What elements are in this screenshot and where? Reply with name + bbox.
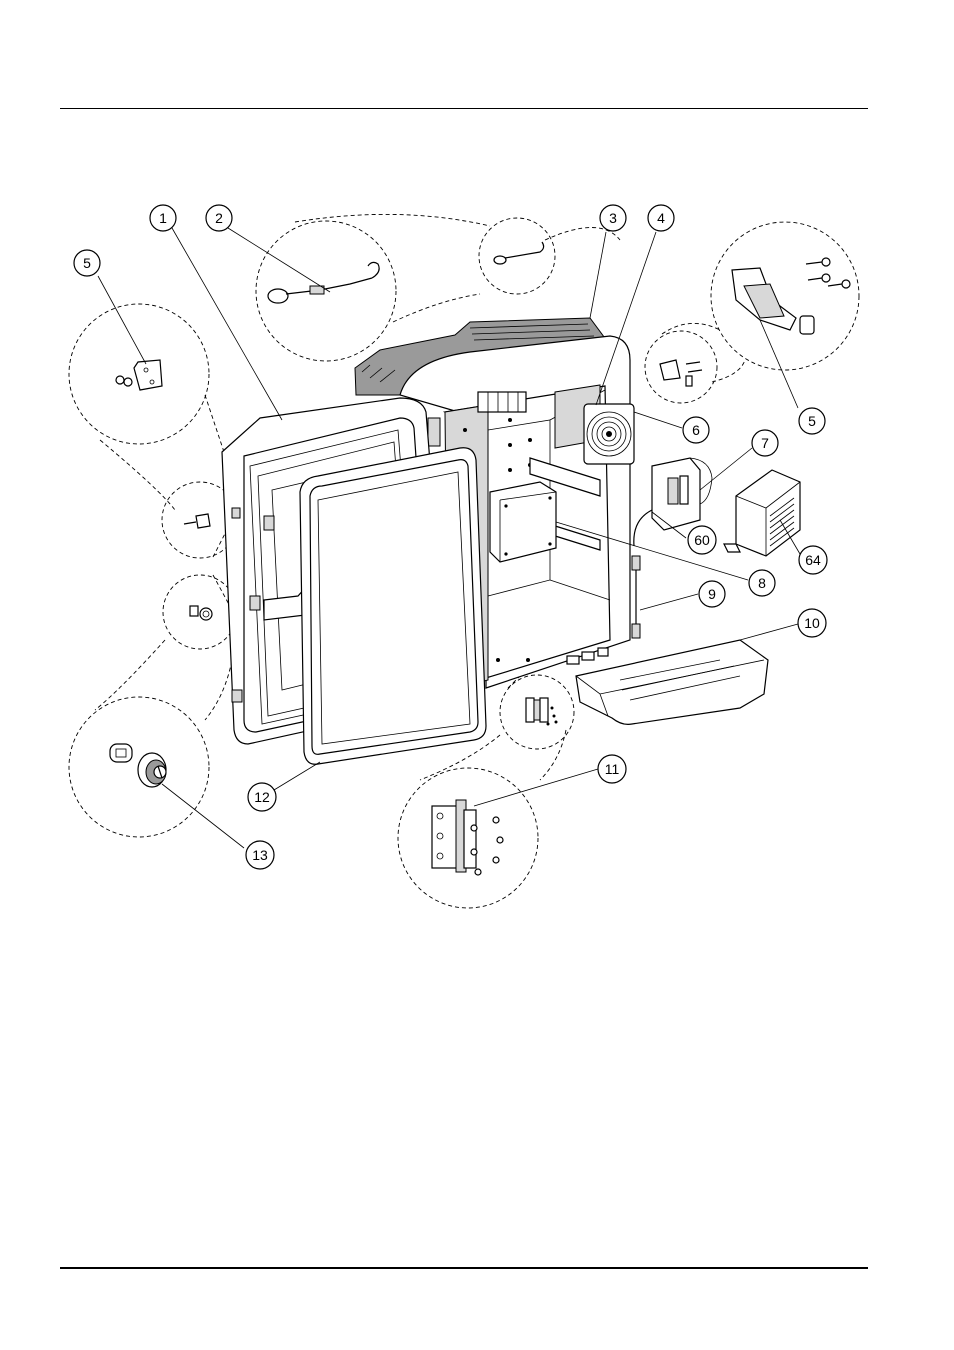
callout-9: 9 — [699, 581, 725, 607]
callout-7-label: 7 — [761, 435, 769, 451]
callout-6: 6 — [683, 417, 709, 443]
callout-12-label: 12 — [254, 789, 270, 805]
door-gasket — [300, 448, 486, 765]
callout-3-label: 3 — [609, 210, 617, 226]
callout-13: 13 — [246, 841, 274, 869]
callout-11-label: 11 — [605, 761, 620, 777]
callout-5-right: 5 — [799, 408, 825, 434]
callout-60: 60 — [688, 526, 716, 554]
hinge-small-detail — [526, 698, 558, 726]
callout-1: 1 — [150, 205, 176, 231]
callout-6-label: 6 — [692, 422, 700, 438]
grommet-detail — [190, 606, 212, 620]
callout-9-label: 9 — [708, 586, 716, 602]
callout-3: 3 — [600, 205, 626, 231]
callout-2: 2 — [206, 205, 232, 231]
callout-5-left-label: 5 — [83, 255, 91, 271]
callout-5-left: 5 — [74, 250, 100, 276]
callout-12: 12 — [248, 783, 276, 811]
clip-detail — [184, 514, 210, 528]
latch-detail — [660, 258, 850, 386]
callout-60-label: 60 — [694, 532, 710, 548]
callout-7: 7 — [752, 430, 778, 456]
callout-4: 4 — [648, 205, 674, 231]
callout-10: 10 — [798, 609, 826, 637]
callout-64-label: 64 — [805, 552, 821, 568]
callout-1-label: 1 — [159, 210, 167, 226]
hinge-large-detail — [432, 800, 503, 875]
detail-circle-latch-right — [711, 222, 859, 370]
lock-detail — [110, 744, 166, 787]
callout-5-right-label: 5 — [808, 413, 816, 429]
hook-detail — [268, 242, 544, 303]
bracket-detail — [116, 360, 162, 390]
callout-10-label: 10 — [804, 615, 820, 631]
detail-circle-latch-small — [645, 331, 717, 403]
callout-13-label: 13 — [252, 847, 268, 863]
cable — [632, 556, 640, 638]
transformer-cover — [724, 470, 800, 556]
callout-11: 11 — [598, 755, 626, 783]
callout-8: 8 — [749, 570, 775, 596]
callout-64: 64 — [799, 546, 827, 574]
callout-4-label: 4 — [657, 210, 665, 226]
callout-8-label: 8 — [758, 575, 766, 591]
callout-2-label: 2 — [215, 210, 223, 226]
